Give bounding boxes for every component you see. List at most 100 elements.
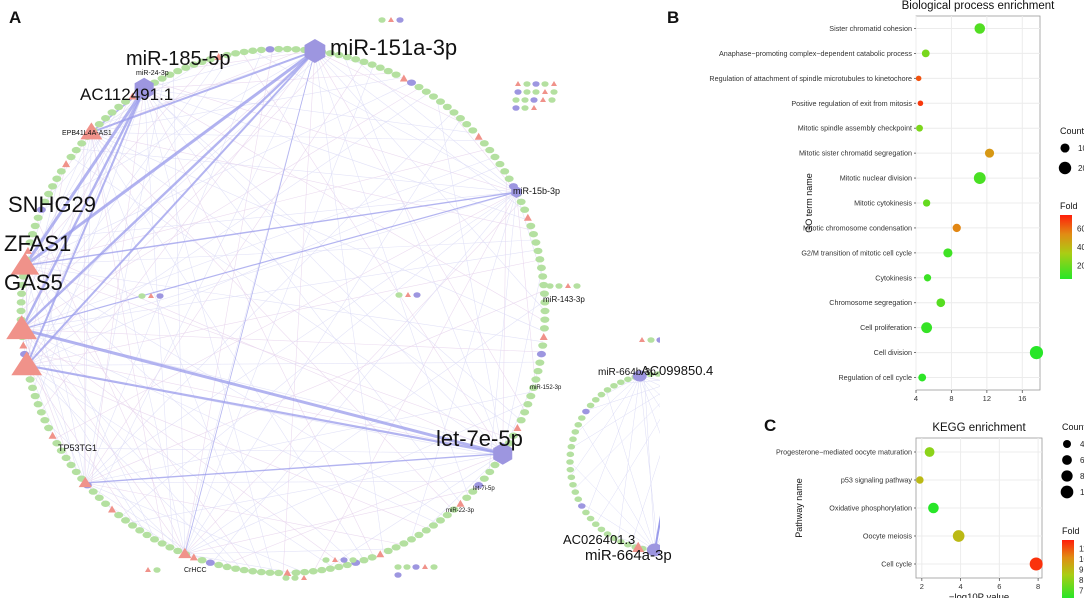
faint-edge xyxy=(211,191,517,564)
lncrna-node xyxy=(148,293,154,298)
mrna-node xyxy=(44,424,54,432)
lncrna-node xyxy=(108,505,117,513)
mrna-node xyxy=(325,565,335,572)
faint-edge xyxy=(24,105,122,266)
mrna-node xyxy=(359,556,369,564)
size-legend-dot xyxy=(1060,485,1074,499)
faint-edge xyxy=(419,453,503,535)
mrna-node xyxy=(367,554,377,561)
mrna-node xyxy=(571,489,580,495)
faint-edge xyxy=(85,482,203,561)
lncrna-node xyxy=(542,89,548,94)
faint-edge xyxy=(24,265,253,572)
mrna-node xyxy=(538,273,548,280)
faint-edge xyxy=(173,73,186,554)
mrna-node xyxy=(342,561,352,569)
mirna-hub xyxy=(134,77,154,100)
strong-edge xyxy=(85,452,503,484)
color-legend-label: 60 xyxy=(1077,225,1084,234)
data-point xyxy=(924,447,935,457)
lncrna-node xyxy=(639,337,645,342)
size-legend-label: 4 xyxy=(1080,440,1084,449)
mrna-node xyxy=(383,67,393,75)
strong-edge xyxy=(21,191,517,330)
mrna-node xyxy=(462,121,472,128)
faint-edge xyxy=(91,132,545,332)
mrna-node xyxy=(17,281,27,289)
lncrna-node xyxy=(214,53,223,61)
lncrna-node xyxy=(145,567,151,572)
mrna-node xyxy=(516,198,526,206)
mrna-node xyxy=(468,488,478,495)
faint-edge xyxy=(70,156,503,454)
faint-edge xyxy=(20,321,186,555)
mrna-node xyxy=(128,522,138,529)
mrna-node xyxy=(523,81,531,87)
mrna-node xyxy=(17,290,27,297)
mrna-node xyxy=(530,97,538,103)
data-point xyxy=(916,124,923,132)
mrna-node xyxy=(231,565,241,572)
category-label: Oocyte meiosis xyxy=(863,532,913,541)
faint-edge xyxy=(353,58,517,193)
mrna-node xyxy=(567,443,576,450)
faint-edge xyxy=(24,265,156,540)
hub-label-mir-664b: miR-664b-3p xyxy=(598,367,656,378)
category-label: Cell cycle xyxy=(881,560,912,569)
data-point xyxy=(943,248,953,258)
faint-edge xyxy=(90,88,145,489)
strong-edge xyxy=(184,50,316,555)
mrna-node xyxy=(403,564,411,570)
faint-edge xyxy=(252,50,517,193)
node-label-mir-24: miR-24-3p xyxy=(136,70,169,77)
faint-edge xyxy=(323,453,503,571)
mrna-node xyxy=(391,544,401,551)
mrna-node xyxy=(586,402,595,409)
mrna-node xyxy=(449,506,459,513)
lncrna-node xyxy=(405,292,411,297)
hub-label-mir-151a: miR-151a-3p xyxy=(330,35,458,60)
data-point xyxy=(921,322,933,334)
mrna-node xyxy=(157,75,167,82)
category-label: Cytokinesis xyxy=(875,273,912,282)
mrna-node xyxy=(282,45,292,53)
mrna-node xyxy=(274,45,284,53)
faint-edge xyxy=(314,50,526,412)
mrna-node xyxy=(300,568,310,576)
mrna-node xyxy=(33,401,43,408)
mrna-node xyxy=(256,46,266,54)
mrna-node xyxy=(479,475,489,482)
strong-edge xyxy=(26,364,503,455)
mrna-node xyxy=(71,468,81,476)
data-point xyxy=(936,298,946,308)
data-point xyxy=(952,223,961,233)
mrna-node xyxy=(490,153,500,161)
lncrna-node xyxy=(540,97,546,102)
mrna-node xyxy=(157,540,167,547)
faint-edge xyxy=(143,88,522,421)
x-tick-label: 4 xyxy=(914,394,918,403)
size-legend-title: Count xyxy=(1060,126,1084,136)
mrna-node xyxy=(214,561,224,569)
mrna-node xyxy=(342,53,352,61)
mirna-node xyxy=(205,559,215,566)
faint-edge xyxy=(184,201,522,555)
data-point xyxy=(952,530,965,542)
mrna-node xyxy=(282,575,290,581)
mrna-node xyxy=(566,459,574,465)
lncrna-node xyxy=(62,160,71,168)
lncrna-node xyxy=(388,17,394,22)
mrna-node xyxy=(421,88,431,95)
lncrna-hub xyxy=(6,315,38,340)
lncrna-node xyxy=(523,213,532,221)
faint-edge xyxy=(639,375,660,434)
mrna-node xyxy=(435,517,445,524)
x-axis-label: −log10P value xyxy=(949,592,1009,598)
faint-edge xyxy=(21,329,438,524)
mrna-node xyxy=(156,293,164,299)
faint-edge xyxy=(154,82,517,193)
node-label-mir-15b: miR-15b-3p xyxy=(513,186,561,196)
mrna-node xyxy=(18,273,28,280)
mrna-node xyxy=(16,307,26,315)
